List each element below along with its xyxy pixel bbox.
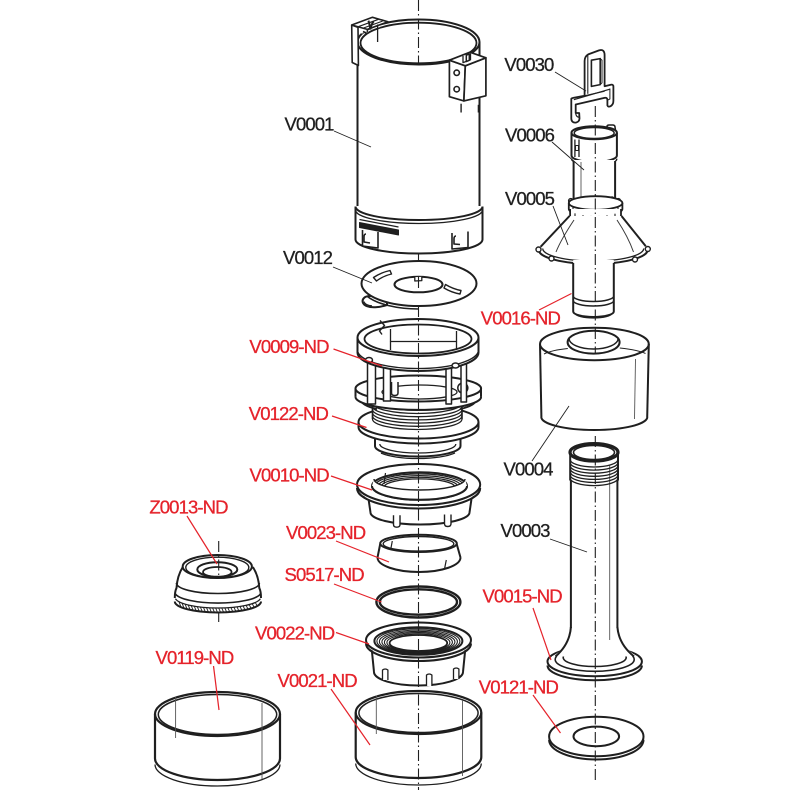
svg-text:V0003: V0003 (501, 520, 551, 541)
svg-text:V0001: V0001 (285, 114, 335, 135)
svg-text:V0030: V0030 (504, 54, 554, 75)
svg-text:S0517-ND: S0517-ND (285, 564, 365, 585)
svg-text:V0021-ND: V0021-ND (278, 670, 358, 691)
svg-text:V0119-ND: V0119-ND (156, 647, 234, 668)
svg-text:V0006: V0006 (505, 125, 555, 146)
svg-text:V0009-ND: V0009-ND (249, 336, 329, 357)
svg-text:V0010-ND: V0010-ND (250, 465, 330, 486)
svg-text:V0016-ND: V0016-ND (481, 308, 561, 329)
svg-text:Z0013-ND: Z0013-ND (149, 497, 228, 518)
svg-text:V0015-ND: V0015-ND (483, 586, 563, 607)
svg-text:V0004: V0004 (504, 459, 554, 480)
svg-text:V0023-ND: V0023-ND (286, 522, 366, 543)
svg-text:V0022-ND: V0022-ND (255, 623, 335, 644)
svg-text:V0005: V0005 (505, 188, 555, 209)
svg-text:V0121-ND: V0121-ND (479, 677, 559, 698)
svg-text:V0122-ND: V0122-ND (249, 403, 329, 424)
svg-text:V0012: V0012 (283, 247, 333, 268)
